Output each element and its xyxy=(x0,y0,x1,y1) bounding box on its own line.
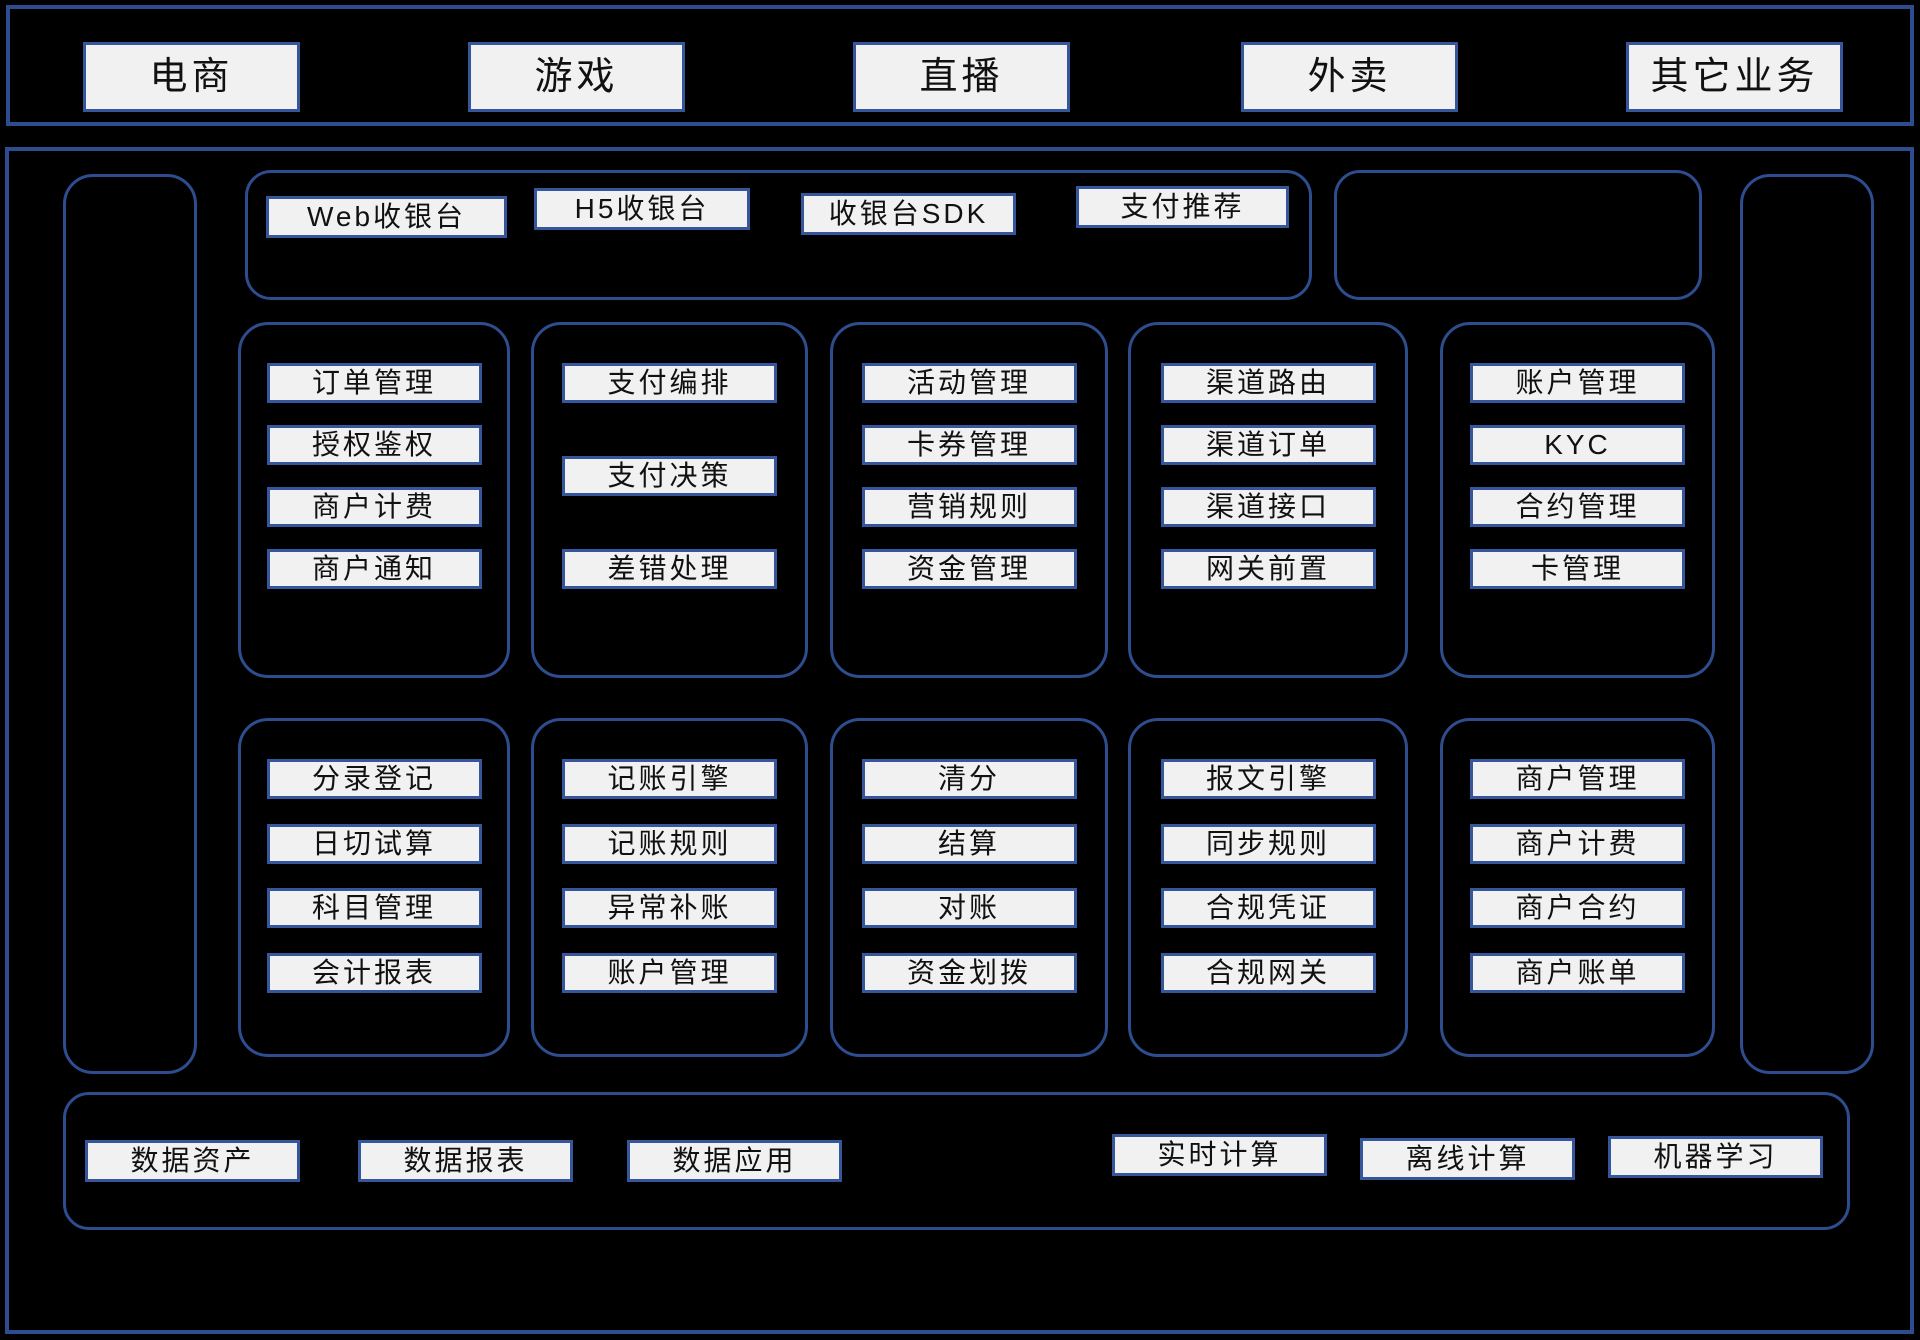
business-layer-band: 电商 游戏 直播 外卖 其它业务 xyxy=(6,5,1914,126)
data-module-box: 离线计算 xyxy=(1360,1138,1575,1180)
business-box: 直播 xyxy=(853,42,1070,112)
module-box: 商户合约 xyxy=(1470,888,1685,928)
module-box: 记账引擎 xyxy=(562,759,777,799)
module-box: 资金管理 xyxy=(861,549,1077,589)
module-box: 差错处理 xyxy=(562,549,777,589)
module-box: 报文引擎 xyxy=(1160,759,1376,799)
data-layer-band: 数据资产 数据报表 数据应用 实时计算离线计算机器学习 xyxy=(63,1092,1850,1230)
module-box: 商户计费 xyxy=(266,487,482,527)
module-box: 日切试算 xyxy=(266,824,482,864)
module-box: 账户管理 xyxy=(1470,363,1685,403)
module-box: 对账 xyxy=(861,888,1077,928)
right-side-bar xyxy=(1740,174,1874,1074)
module-box: 卡管理 xyxy=(1470,549,1685,589)
module-box: 渠道接口 xyxy=(1160,487,1376,527)
module-box: 网关前置 xyxy=(1160,549,1376,589)
module-box: 合规凭证 xyxy=(1160,888,1376,928)
module-box: 科目管理 xyxy=(266,888,482,928)
clearing-settlement-group: 清分结算对账资金划拨 xyxy=(830,718,1108,1057)
business-box: 其它业务 xyxy=(1626,42,1843,112)
bookkeeping-group: 记账引擎记账规则异常补账账户管理 xyxy=(531,718,808,1057)
module-box: KYC xyxy=(1470,425,1685,465)
module-box: 分录登记 xyxy=(266,759,482,799)
module-box: 订单管理 xyxy=(266,363,482,403)
module-box: 会计报表 xyxy=(266,953,482,993)
data-module-box: 数据资产 xyxy=(85,1140,300,1182)
data-module-box: 数据应用 xyxy=(627,1140,842,1182)
channel-group: 渠道路由渠道订单渠道接口网关前置 xyxy=(1128,322,1408,678)
merchant-group: 商户管理商户计费商户合约商户账单 xyxy=(1440,718,1715,1057)
module-box: 合规网关 xyxy=(1160,953,1376,993)
module-box: 支付编排 xyxy=(562,363,777,403)
business-box: 外卖 xyxy=(1241,42,1458,112)
compliance-message-group: 报文引擎同步规则合规凭证合规网关 xyxy=(1128,718,1408,1057)
module-box: 异常补账 xyxy=(562,888,777,928)
cashier-box: 收银台SDK xyxy=(801,193,1016,235)
order-service-group: 订单管理授权鉴权商户计费商户通知 xyxy=(238,322,510,678)
data-module-box: 数据报表 xyxy=(358,1140,573,1182)
module-box: 支付决策 xyxy=(562,456,777,496)
module-box: 渠道路由 xyxy=(1160,363,1376,403)
business-box: 电商 xyxy=(83,42,300,112)
payment-orchestration-group: 支付编排支付决策差错处理 xyxy=(531,322,808,678)
module-box: 结算 xyxy=(861,824,1077,864)
module-box: 记账规则 xyxy=(562,824,777,864)
data-module-box: 实时计算 xyxy=(1112,1134,1327,1176)
module-box: 商户管理 xyxy=(1470,759,1685,799)
ledger-group: 分录登记日切试算科目管理会计报表 xyxy=(238,718,510,1057)
marketing-group: 活动管理卡券管理营销规则资金管理 xyxy=(830,322,1108,678)
module-box: 资金划拨 xyxy=(861,953,1077,993)
module-box: 合约管理 xyxy=(1470,487,1685,527)
left-side-bar xyxy=(63,174,197,1074)
module-box: 同步规则 xyxy=(1160,824,1376,864)
module-box: 账户管理 xyxy=(562,953,777,993)
module-box: 清分 xyxy=(861,759,1077,799)
top-right-empty-box xyxy=(1334,170,1702,300)
data-module-box: 机器学习 xyxy=(1608,1136,1823,1178)
cashier-box: 支付推荐 xyxy=(1076,186,1289,228)
cashier-box: H5收银台 xyxy=(534,188,750,230)
module-box: 活动管理 xyxy=(861,363,1077,403)
cashier-box: Web收银台 xyxy=(266,196,507,238)
module-box: 商户计费 xyxy=(1470,824,1685,864)
module-box: 商户账单 xyxy=(1470,953,1685,993)
module-box: 营销规则 xyxy=(861,487,1077,527)
account-kyc-group: 账户管理 KYC 合约管理卡管理 xyxy=(1440,322,1715,678)
cashier-section: Web收银台 H5收银台 收银台SDK 支付推荐 xyxy=(245,170,1312,300)
module-box: 渠道订单 xyxy=(1160,425,1376,465)
module-box: 商户通知 xyxy=(266,549,482,589)
business-box: 游戏 xyxy=(468,42,685,112)
module-box: 卡券管理 xyxy=(861,425,1077,465)
module-box: 授权鉴权 xyxy=(266,425,482,465)
